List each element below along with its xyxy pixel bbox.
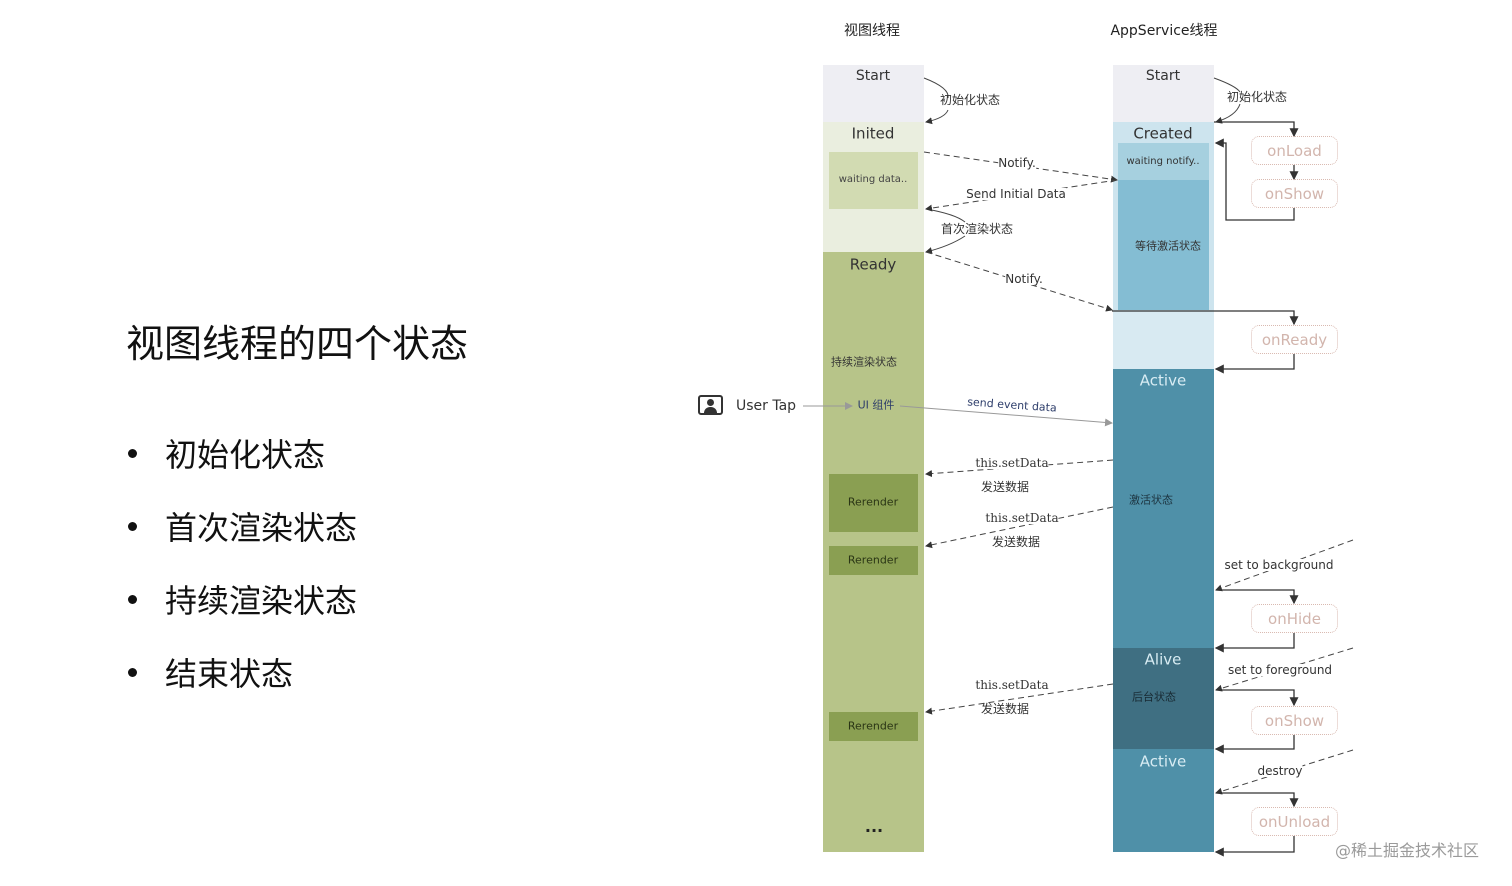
rerender-box: [829, 712, 918, 741]
setdata-label: this.setData: [975, 456, 1049, 470]
ellipsis: ...: [864, 817, 884, 836]
onshow-callback-2: onShow: [1251, 706, 1338, 735]
send-data-label: 发送数据: [991, 535, 1041, 549]
app-waiting-label: waiting notify..: [1126, 156, 1200, 167]
bullet-item: 首次渲染状态: [126, 503, 357, 549]
app-thread-header: AppService线程: [1110, 23, 1218, 39]
first-render-label: 首次渲染状态: [940, 222, 1014, 236]
app-active2-label: Active: [1139, 752, 1187, 771]
rerender-label: Rerender: [847, 495, 899, 509]
view-inited-label: Inited: [851, 124, 895, 143]
rerender-label: Rerender: [847, 553, 899, 567]
setdata-label: this.setData: [985, 511, 1059, 525]
watermark: @稀土掘金技术社区: [1334, 841, 1480, 860]
app-alive-label: Alive: [1144, 650, 1182, 669]
user-tap-label: User Tap: [735, 398, 797, 414]
notify-label-2: Notify.: [1005, 272, 1043, 286]
send-data-label: 发送数据: [980, 702, 1030, 716]
onshow-callback: onShow: [1251, 179, 1338, 208]
rerender-box: [829, 546, 918, 575]
app-await-active-box: [1118, 180, 1209, 310]
destroy-label: destroy: [1257, 764, 1303, 778]
bullet-dot: [128, 521, 137, 531]
app-ready-transition: [1113, 310, 1214, 369]
view-start-state: [823, 65, 924, 122]
view-ready-label: Ready: [849, 255, 897, 274]
onunload-callback: onUnload: [1251, 807, 1338, 836]
send-data-label: 发送数据: [980, 480, 1030, 494]
app-start-state: [1113, 65, 1214, 122]
send-initial-data-label: Send Initial Data: [966, 187, 1066, 201]
app-alive-state: [1113, 648, 1214, 749]
view-start-label: Start: [855, 68, 891, 84]
app-created-label: Created: [1133, 124, 1193, 143]
bullet-text: 首次渲染状态: [165, 509, 358, 547]
app-active-state: [1113, 369, 1214, 648]
bullet-dot: [128, 594, 137, 604]
view-thread-header: 视图线程: [844, 23, 900, 39]
onready-callback: onReady: [1251, 325, 1338, 354]
onload-callback: onLoad: [1251, 136, 1338, 165]
bullet-dot: [128, 667, 137, 677]
view-continuous-label: 持续渲染状态: [831, 355, 897, 369]
app-active-state-label: 激活状态: [1129, 493, 1173, 507]
bullet-item: 持续渲染状态: [126, 576, 357, 622]
bullet-text: 初始化状态: [165, 436, 326, 474]
view-waiting-box: [829, 152, 918, 209]
onhide-callback: onHide: [1251, 604, 1338, 633]
bullet-dot: [128, 448, 137, 458]
app-active-state-2: [1113, 749, 1214, 852]
app-await-label: 等待激活状态: [1135, 239, 1201, 253]
notify-label: Notify.: [998, 156, 1036, 170]
view-waiting-label: waiting data..: [838, 174, 908, 185]
bullet-text: 持续渲染状态: [165, 582, 358, 620]
rerender-box: [829, 474, 918, 532]
app-active-label: Active: [1139, 371, 1187, 390]
bullet-text: 结束状态: [165, 655, 294, 693]
user-icon: [698, 395, 723, 415]
init-label-left: 初始化状态: [939, 93, 1001, 107]
init-label-right: 初始化状态: [1226, 90, 1288, 104]
slide-title: 视图线程的四个状态: [126, 322, 469, 366]
app-waiting-box: [1118, 143, 1209, 180]
app-start-label: Start: [1145, 68, 1181, 84]
app-background-label: 后台状态: [1132, 690, 1176, 704]
set-foreground-label: set to foreground: [1227, 663, 1333, 677]
bullet-item: 初始化状态: [126, 430, 325, 476]
bullet-item: 结束状态: [126, 649, 293, 695]
rerender-label: Rerender: [847, 719, 899, 733]
set-background-label: set to background: [1224, 558, 1334, 572]
setdata-label: this.setData: [975, 678, 1049, 692]
ui-component-label: UI 组件: [857, 398, 895, 412]
